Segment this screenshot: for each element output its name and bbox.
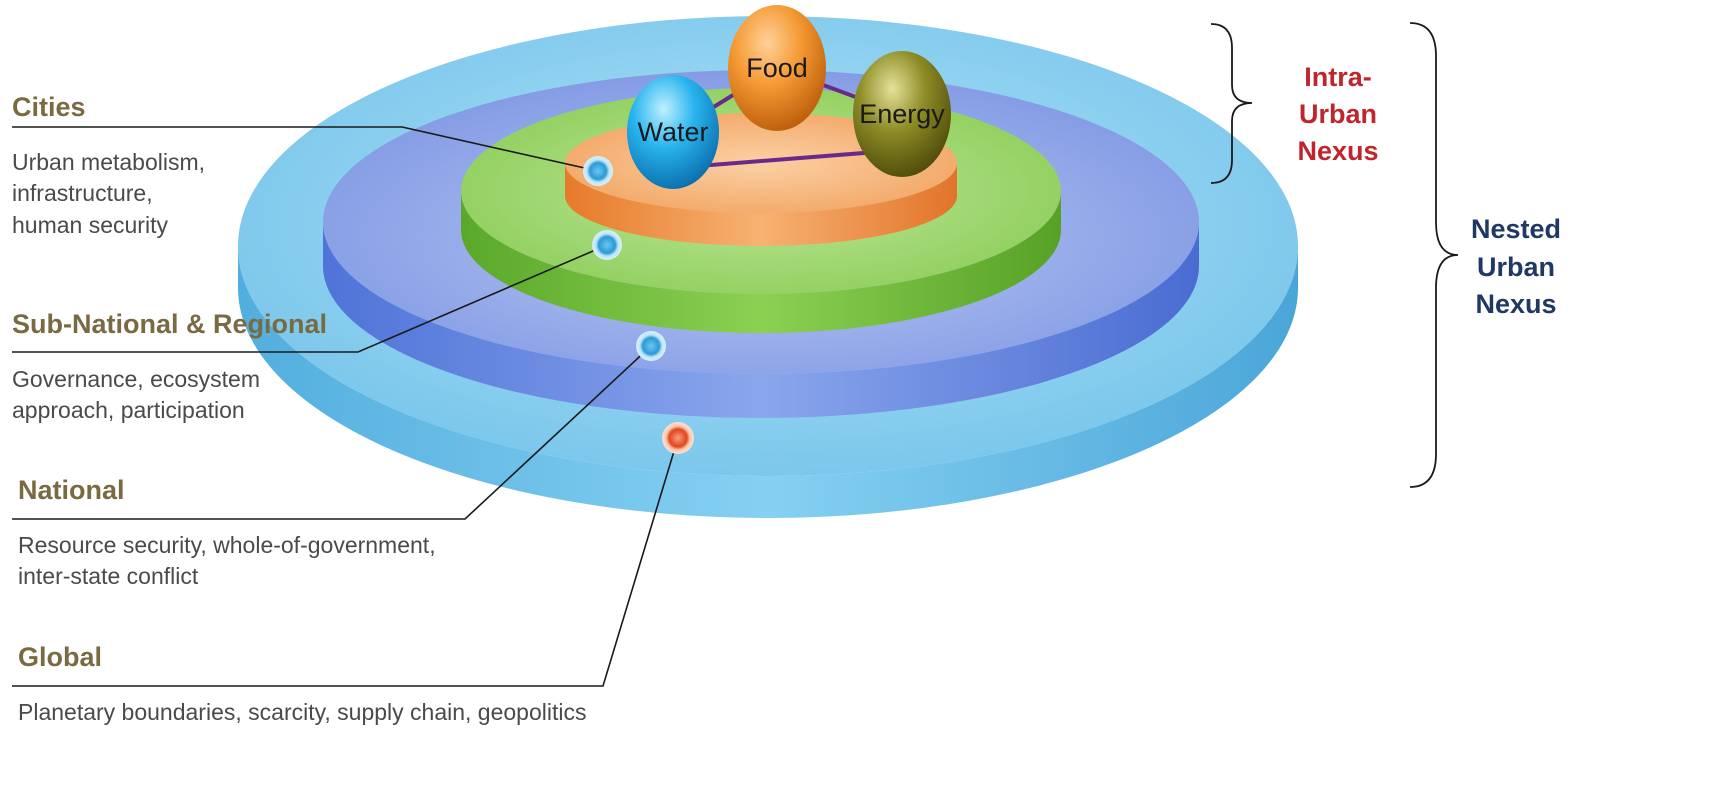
intra-label-line: Urban: [1299, 99, 1377, 129]
leader-line-national: [12, 345, 652, 520]
level-title: Cities: [12, 92, 86, 122]
level-global: Global Planetary boundaries, scarcity, s…: [18, 642, 587, 725]
intra-urban-brace: [1210, 23, 1253, 184]
leader-line-regional: [12, 244, 608, 353]
leader-lines: [12, 126, 679, 687]
level-sub-national: Sub-National & Regional Governance, ecos…: [12, 309, 327, 423]
water-sphere: [627, 75, 719, 189]
intra-label-line: Intra-: [1304, 62, 1372, 92]
water-node: Water: [627, 75, 719, 189]
leader-line-global: [12, 437, 679, 687]
level-description-line: Governance, ecosystem: [12, 366, 260, 392]
level-cities: Cities Urban metabolism, infrastructure,…: [12, 92, 205, 238]
level-description-line: approach, participation: [12, 397, 245, 423]
level-markers: [583, 156, 694, 454]
level-national: National Resource security, whole-of-gov…: [18, 475, 436, 589]
level-title: Sub-National & Regional: [12, 309, 327, 339]
cities-marker: [583, 156, 613, 186]
city-layer-side: [565, 163, 957, 246]
energy-label: Energy: [859, 99, 945, 129]
level-description-line: human security: [12, 212, 168, 238]
leader-line-cities: [12, 126, 599, 172]
nested-label-line: Nested: [1471, 214, 1561, 244]
level-title: National: [18, 475, 125, 505]
food-node: Food: [728, 5, 826, 131]
level-title: Global: [18, 642, 102, 672]
nested-label-line: Urban: [1477, 252, 1555, 282]
regional-layer-side: [461, 191, 1061, 333]
national-marker: [636, 331, 666, 361]
nested-label-line: Nexus: [1475, 289, 1556, 319]
regional-marker: [592, 230, 622, 260]
water-label: Water: [637, 117, 708, 147]
nested-urban-brace: [1409, 22, 1459, 488]
intra-urban-nexus-label: Intra- Urban Nexus: [1297, 62, 1378, 166]
national-layer-side: [323, 222, 1199, 418]
energy-sphere: [853, 51, 951, 177]
level-description-line: Urban metabolism,: [12, 149, 205, 175]
energy-node: Energy: [853, 51, 951, 177]
nested-urban-nexus-label: Nested Urban Nexus: [1471, 214, 1561, 319]
level-description-line: Planetary boundaries, scarcity, supply c…: [18, 699, 587, 725]
level-description-line: inter-state conflict: [18, 563, 199, 589]
food-label: Food: [746, 53, 808, 83]
level-description-line: Resource security, whole-of-government,: [18, 532, 436, 558]
level-description-line: infrastructure,: [12, 180, 153, 206]
intra-label-line: Nexus: [1297, 136, 1378, 166]
global-layer-side: [238, 246, 1298, 518]
global-marker: [662, 422, 694, 454]
food-sphere: [728, 5, 826, 131]
